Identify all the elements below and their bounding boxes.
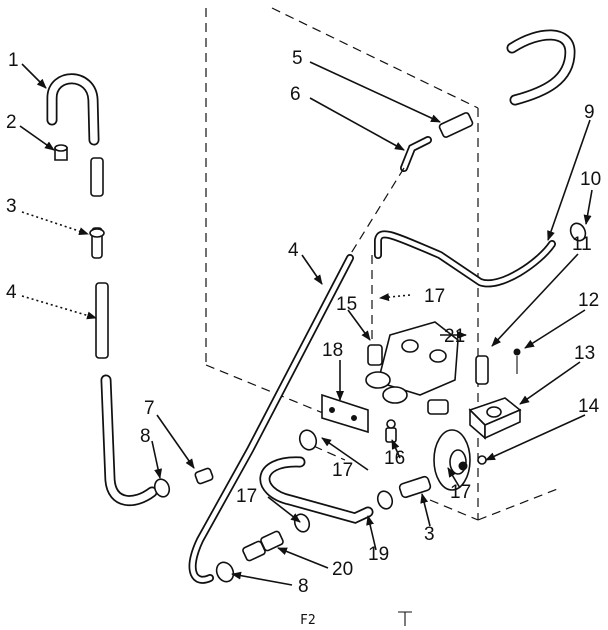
callout-20: 20 <box>332 559 353 580</box>
solenoid-valve <box>468 348 522 465</box>
callout-6: 6 <box>290 84 301 105</box>
top-elbow <box>349 112 474 256</box>
scan-mark <box>398 611 412 626</box>
callout-8: 8 <box>140 426 151 447</box>
figure-caption: F2 <box>300 613 316 628</box>
callout-1: 1 <box>8 50 19 71</box>
left-hose-assembly <box>46 73 214 507</box>
callout-labels: 1 2 3 4 5 6 4 7 8 9 10 11 12 13 14 15 17… <box>6 48 601 597</box>
callout-4: 4 <box>6 282 17 303</box>
cabinet-outline <box>205 7 561 521</box>
callout-18: 18 <box>322 340 343 361</box>
hose-top-right <box>506 29 576 106</box>
lower-hose <box>259 429 432 533</box>
callout-4b: 4 <box>288 240 299 261</box>
callout-17c: 17 <box>450 482 471 503</box>
callout-21: 21 <box>444 326 465 347</box>
callout-19: 19 <box>368 544 389 565</box>
callout-15: 15 <box>336 294 357 315</box>
valve-body <box>365 255 459 415</box>
right-tube <box>374 222 587 288</box>
callout-12: 12 <box>578 290 599 311</box>
callout-3: 3 <box>6 196 17 217</box>
mounting-bracket <box>321 393 397 443</box>
callout-16: 16 <box>384 448 405 469</box>
callout-17b: 17 <box>332 460 353 481</box>
callout-17d: 17 <box>236 486 257 507</box>
callout-13: 13 <box>574 343 595 364</box>
callout-17a: 17 <box>424 286 445 307</box>
long-tube <box>188 254 354 584</box>
callout-5: 5 <box>292 48 303 69</box>
callout-9: 9 <box>584 102 595 123</box>
leader-lines <box>19 61 593 586</box>
callout-2: 2 <box>6 112 17 133</box>
callout-14: 14 <box>578 396 600 417</box>
callout-8b: 8 <box>298 576 309 597</box>
callout-10: 10 <box>580 169 601 190</box>
callout-7: 7 <box>144 398 155 419</box>
callout-3b: 3 <box>424 524 435 545</box>
callout-11: 11 <box>572 234 592 255</box>
round-plate <box>433 429 471 491</box>
